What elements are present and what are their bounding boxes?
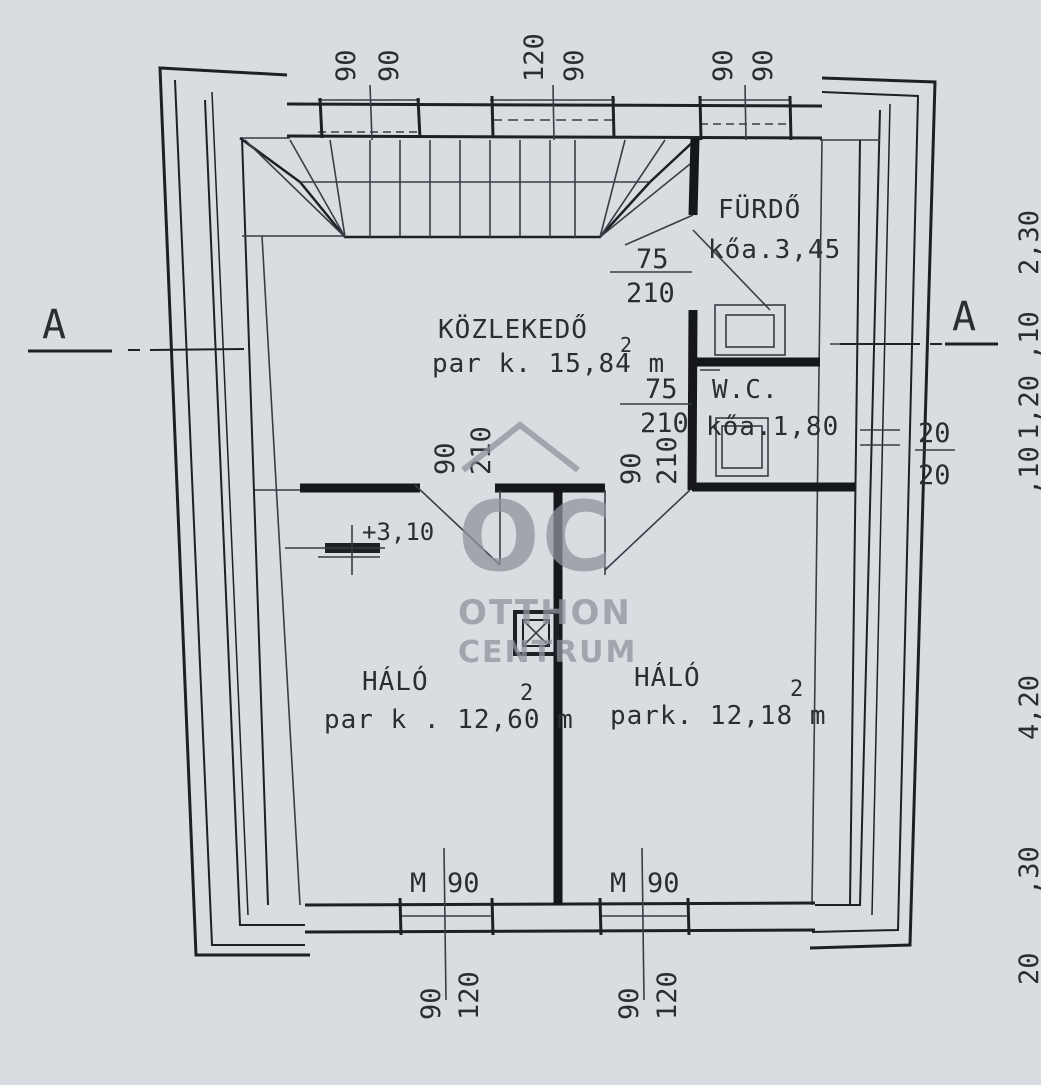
window-width: 90 [614,987,645,1020]
opening-height: 20 [918,460,951,491]
wc-name: W.C. [712,375,779,405]
bottom-window-labels: M 90 M 90 90 120 90 120 [410,868,683,1020]
dimension-label: ,10 [1014,311,1041,360]
section-mark-left: A [42,302,66,348]
level-marker: +3,10 [285,518,434,575]
bathroom-area: kőa.3,45 [708,235,841,265]
window-height: 90 [748,49,779,82]
window-mark: M [410,868,426,899]
section-mark-right: A [952,294,976,340]
door-height: 210 [640,408,689,439]
window-width: 120 [519,33,550,82]
top-window-labels: 90 90 120 90 90 90 [331,33,779,82]
dimension-label: 1,20 [1014,375,1041,440]
dimension-label: 2,30 [1014,210,1041,275]
watermark-line1: OTTHON [458,593,632,633]
window-height: 90 [559,49,590,82]
small-opening: 20 20 [915,418,955,491]
partitions [255,137,855,905]
window-width: 90 [447,868,480,899]
staircase [239,136,696,239]
hall-area-exponent: 2 [620,333,632,357]
dimension-label: ,30 [1014,846,1041,895]
wc-area: kőa.1,80 [706,412,839,442]
door-height: 210 [652,436,683,485]
section-line: A A [28,294,998,353]
bedroom-left-area-exponent: 2 [520,681,533,706]
watermark: OC OTTHON CENTRUM [458,421,637,670]
opening-width: 20 [918,418,951,449]
door-width: 75 [645,374,678,405]
bottom-windows [398,847,691,1001]
right-dimensions: 2,30 ,10 1,20 ,10 4,20 ,30 20 [1014,210,1041,985]
level-label: +3,10 [362,518,434,546]
hall-name: KÖZLEKEDŐ [438,313,588,345]
window-height: 120 [652,971,683,1020]
chimney [513,610,559,656]
bedroom-left-area: par k . 12,60 m [324,705,574,735]
dimension-label: 4,20 [1014,675,1041,740]
window-mark: M [610,868,626,899]
room-labels: FÜRDŐ kőa.3,45 KÖZLEKEDŐ par k. 15,84 m … [324,193,841,735]
window-height: 90 [374,49,405,82]
window-width: 90 [331,49,362,82]
bedroom-right-name: HÁLÓ [634,661,701,693]
bedroom-right-area: park. 12,18 m [610,701,827,731]
hall-area: par k. 15,84 m [432,349,665,379]
door-height: 210 [626,278,675,309]
door-width: 90 [616,452,647,485]
watermark-logo: OC [458,481,614,593]
window-width: 90 [416,987,447,1020]
bedroom-left-name: HÁLÓ [362,665,429,697]
doors [414,214,771,575]
door-width: 75 [636,244,669,275]
window-height: 120 [454,971,485,1020]
dimension-label: 20 [1014,952,1041,985]
bathroom-name: FÜRDŐ [718,193,801,225]
door-width: 90 [430,442,461,475]
window-width: 90 [647,868,680,899]
top-windows [318,84,793,141]
dimension-label: ,10 [1014,446,1041,495]
bedroom-right-area-exponent: 2 [790,677,803,702]
watermark-line2: CENTRUM [458,635,637,670]
window-width: 90 [708,49,739,82]
